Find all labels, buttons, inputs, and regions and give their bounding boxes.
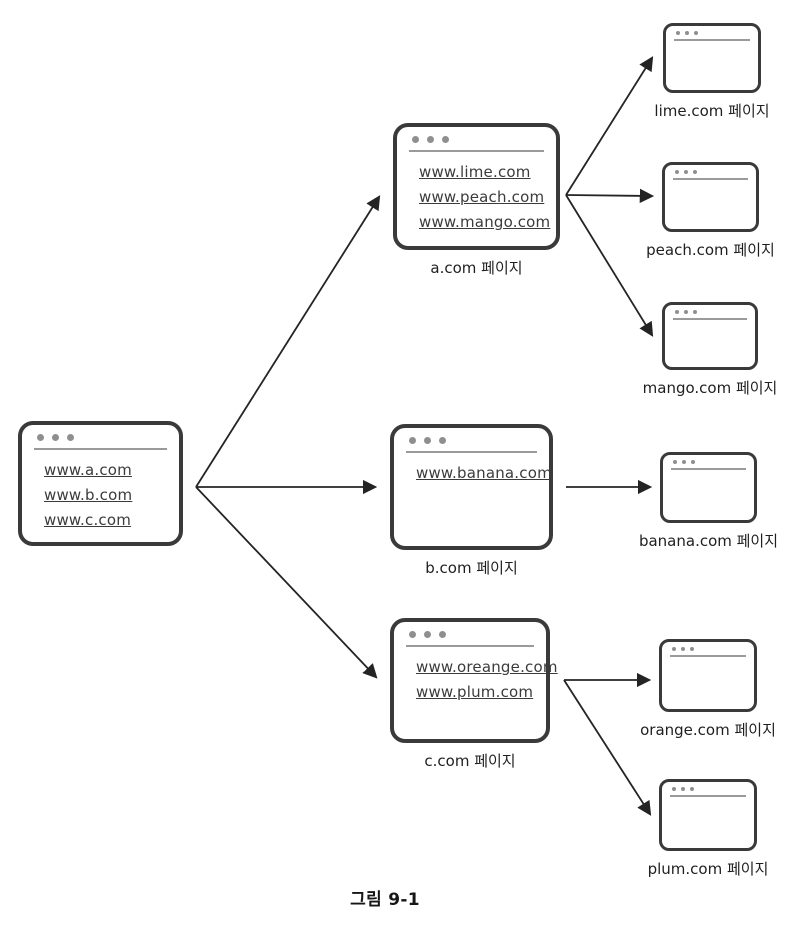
window-label-mango-com: mango.com 페이지 (642, 379, 778, 397)
window-dot-icon (424, 631, 431, 638)
arrow-a-to-peach (565, 188, 655, 204)
window-label-b-com: b.com 페이지 (425, 559, 518, 577)
window-dot-icon (693, 310, 697, 314)
window-dots-icon (671, 460, 746, 464)
browser-window-mango-com: mango.com 페이지 (643, 302, 777, 397)
window-frame (660, 452, 757, 523)
window-dot-icon (672, 787, 676, 791)
window-dot-icon (52, 434, 59, 441)
window-dot-icon (684, 170, 688, 174)
window-dot-icon (691, 460, 695, 464)
arrow-root-to-a (195, 195, 381, 488)
window-dots-icon (673, 170, 748, 174)
browser-window-plum-com: plum.com 페이지 (648, 779, 768, 878)
window-header-line (409, 150, 544, 152)
arrow-a-to-mango (565, 194, 654, 337)
link-www-banana-com: www.banana.com (416, 464, 552, 482)
window-dot-icon (675, 310, 679, 314)
link-www-mango-com: www.mango.com (419, 213, 551, 231)
window-dot-icon (693, 170, 697, 174)
browser-window-peach-com: peach.com 페이지 (646, 162, 775, 259)
window-dot-icon (682, 460, 686, 464)
window-header-line (34, 448, 167, 450)
window-dot-icon (690, 647, 694, 651)
window-dot-icon (690, 787, 694, 791)
window-frame: www.oreange.com www.plum.com (390, 618, 558, 743)
link-www-a-com: www.a.com (44, 461, 132, 479)
arrow-c-to-plum (563, 679, 652, 816)
window-label-banana-com: banana.com 페이지 (638, 532, 779, 550)
browser-window-lime-com: lime.com 페이지 (654, 23, 770, 120)
window-label-c-com: c.com 페이지 (424, 752, 516, 770)
window-dots-icon (409, 136, 544, 143)
window-frame: www.lime.com www.peach.com www.mango.com (393, 123, 560, 250)
window-dots-icon (406, 631, 534, 638)
figure-caption: 그림 9-1 (350, 890, 420, 910)
window-frame (662, 162, 759, 232)
link-www-oreange-com: www.oreange.com (416, 658, 558, 676)
window-header-line (670, 655, 746, 657)
window-frame (659, 639, 757, 712)
window-label-orange-com: orange.com 페이지 (640, 721, 776, 739)
browser-window-root: www.a.com www.b.com www.c.com (18, 421, 183, 546)
window-dot-icon (442, 136, 449, 143)
window-dot-icon (424, 437, 431, 444)
window-label-lime-com: lime.com 페이지 (654, 102, 770, 120)
link-www-peach-com: www.peach.com (419, 188, 545, 206)
link-list: www.oreange.com www.plum.com (406, 655, 558, 705)
window-label-a-com: a.com 페이지 (430, 259, 523, 277)
window-frame (659, 779, 757, 851)
window-dot-icon (675, 170, 679, 174)
window-frame (662, 302, 758, 370)
window-dot-icon (409, 437, 416, 444)
window-dot-icon (681, 787, 685, 791)
link-list: www.lime.com www.peach.com www.mango.com (409, 160, 550, 235)
link-www-b-com: www.b.com (44, 486, 133, 504)
window-dot-icon (681, 647, 685, 651)
link-list: www.a.com www.b.com www.c.com (34, 458, 167, 533)
window-header-line (406, 645, 534, 647)
window-dot-icon (672, 647, 676, 651)
window-header-line (406, 451, 537, 453)
window-header-line (673, 318, 747, 320)
window-label-plum-com: plum.com 페이지 (647, 860, 769, 878)
browser-window-c-com: www.oreange.com www.plum.com c.com 페이지 (390, 618, 558, 770)
window-dot-icon (439, 631, 446, 638)
window-frame (663, 23, 761, 93)
browser-window-banana-com: banana.com 페이지 (639, 452, 778, 550)
window-label-peach-com: peach.com 페이지 (646, 241, 775, 259)
arrow-a-to-lime (565, 56, 654, 196)
browser-window-b-com: www.banana.com b.com 페이지 (390, 424, 553, 577)
window-dots-icon (34, 434, 167, 441)
window-dot-icon (684, 310, 688, 314)
window-dot-icon (439, 437, 446, 444)
window-dots-icon (673, 310, 747, 314)
window-dots-icon (670, 787, 746, 791)
link-www-c-com: www.c.com (44, 511, 132, 529)
window-dot-icon (676, 31, 680, 35)
window-dot-icon (694, 31, 698, 35)
window-header-line (673, 178, 748, 180)
window-frame: www.a.com www.b.com www.c.com (18, 421, 183, 546)
window-frame: www.banana.com (390, 424, 553, 550)
window-dot-icon (427, 136, 434, 143)
window-header-line (670, 795, 746, 797)
window-dot-icon (673, 460, 677, 464)
link-www-lime-com: www.lime.com (419, 163, 531, 181)
window-dot-icon (412, 136, 419, 143)
browser-window-a-com: www.lime.com www.peach.com www.mango.com… (393, 123, 560, 277)
window-dot-icon (37, 434, 44, 441)
link-www-plum-com: www.plum.com (416, 683, 534, 701)
window-dots-icon (674, 31, 750, 35)
window-dot-icon (67, 434, 74, 441)
window-dot-icon (685, 31, 689, 35)
arrow-root-to-c (195, 486, 378, 679)
window-dot-icon (409, 631, 416, 638)
window-dots-icon (406, 437, 537, 444)
window-header-line (674, 39, 750, 41)
window-header-line (671, 468, 746, 470)
window-dots-icon (670, 647, 746, 651)
link-list: www.banana.com (406, 461, 552, 486)
browser-window-orange-com: orange.com 페이지 (640, 639, 776, 739)
